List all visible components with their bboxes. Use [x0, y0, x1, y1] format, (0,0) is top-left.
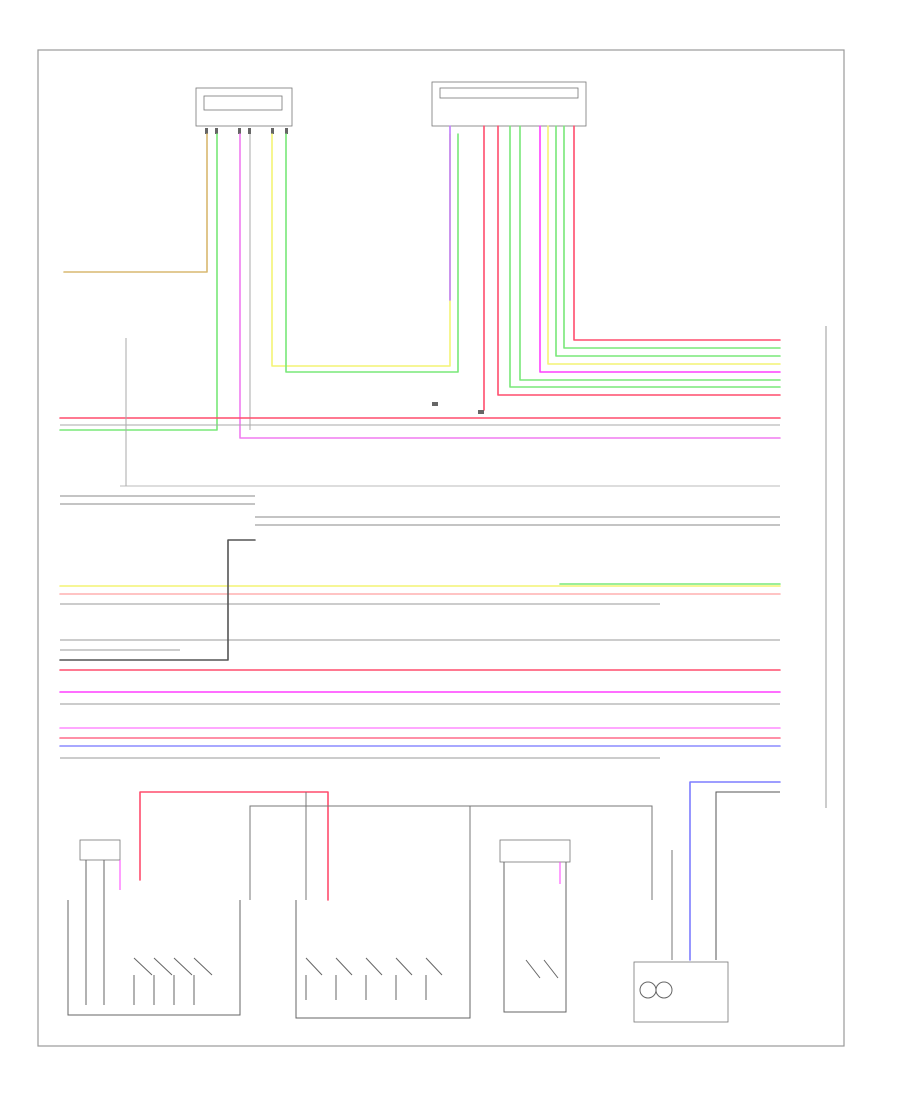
wire-green-b — [285, 133, 459, 373]
diagram-frame — [37, 49, 845, 1047]
wire-pink-a — [239, 133, 781, 439]
feed-dark — [715, 791, 780, 960]
wire-yellow-b — [547, 125, 781, 365]
wires-top-left — [59, 133, 781, 439]
feed-blue — [689, 781, 781, 961]
switch-group-left — [67, 839, 241, 1016]
top-right-module — [431, 81, 587, 127]
wire-tan — [63, 133, 208, 273]
splice-point — [432, 402, 484, 414]
wire-green-f — [563, 125, 781, 349]
top-left-connector — [195, 87, 293, 134]
lower-feeds — [139, 781, 781, 961]
connector-pin-marks — [205, 128, 288, 134]
feed-red — [139, 791, 329, 901]
switch-group-middle — [295, 900, 471, 1019]
bus-rows — [59, 417, 781, 759]
wire-green-c — [509, 125, 781, 388]
feed-gray-a — [249, 805, 653, 900]
wire-magenta-a — [539, 125, 781, 373]
wire-yellow-a — [271, 133, 451, 367]
wire-green-e — [555, 125, 781, 357]
wire-green-d — [519, 125, 781, 381]
switch-group-right — [499, 839, 571, 1013]
row-dark-660 — [59, 539, 256, 661]
unit-circle-right-icon — [655, 981, 673, 999]
wire-green-a — [59, 133, 218, 431]
wire-red-c — [573, 125, 781, 341]
bottom-right-unit — [633, 961, 729, 1023]
wire-red-b — [497, 125, 781, 396]
wires-top-right — [449, 125, 781, 411]
